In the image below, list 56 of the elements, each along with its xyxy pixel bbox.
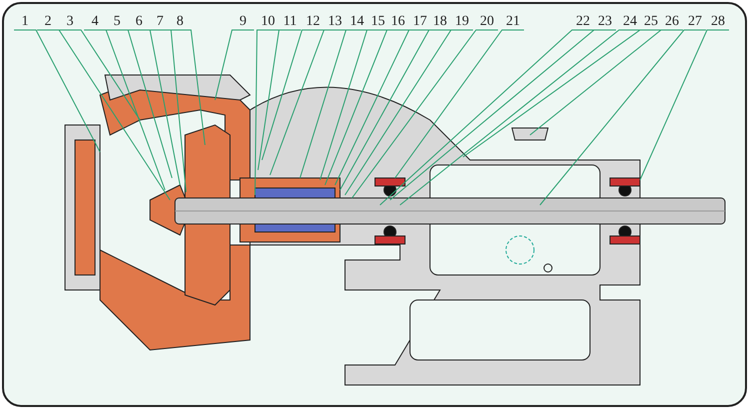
callout-number: 1 xyxy=(20,14,30,30)
leader-line xyxy=(540,30,706,206)
callout-number: 18 xyxy=(432,14,448,30)
leader-line xyxy=(14,30,100,152)
callout-number: 10 xyxy=(260,14,276,30)
leader-line xyxy=(352,30,498,198)
leader-line xyxy=(390,30,616,200)
leader-line xyxy=(394,30,524,178)
callout-number: 7 xyxy=(156,14,164,30)
callout-number: 21 xyxy=(505,14,521,30)
callout-number: 23 xyxy=(597,14,613,30)
callout-number: 19 xyxy=(454,14,470,30)
callout-number: 11 xyxy=(282,14,298,30)
leader-line xyxy=(380,30,594,206)
leader-line xyxy=(254,30,280,196)
leader-line xyxy=(106,30,172,178)
callout-number: 4 xyxy=(90,14,100,30)
callout-number: 26 xyxy=(664,14,680,30)
leader-line xyxy=(324,30,410,186)
callout-number: 17 xyxy=(412,14,428,30)
leader-line xyxy=(640,30,730,180)
callout-number: 28 xyxy=(710,14,726,30)
callout-number: 13 xyxy=(327,14,343,30)
leader-line xyxy=(214,30,254,100)
leader-line xyxy=(300,30,368,178)
leader-line xyxy=(334,30,432,186)
callout-number: 12 xyxy=(305,14,321,30)
leader-line xyxy=(128,30,180,186)
callout-number: 14 xyxy=(349,14,365,30)
callout-number: 24 xyxy=(622,14,638,30)
leader-line xyxy=(344,30,474,196)
callout-number: 9 xyxy=(238,14,248,30)
leader-line xyxy=(148,30,186,192)
leader-line xyxy=(262,30,324,160)
leader-line xyxy=(340,30,452,190)
callout-number: 5 xyxy=(112,14,122,30)
callout-number: 8 xyxy=(176,14,184,30)
callout-number: 20 xyxy=(479,14,495,30)
callout-number: 16 xyxy=(390,14,406,30)
callout-number: 15 xyxy=(370,14,386,30)
callout-number: 27 xyxy=(687,14,703,30)
leader-line xyxy=(530,30,684,136)
callout-number: 2 xyxy=(44,14,52,30)
leader-line xyxy=(400,30,642,206)
leader-line xyxy=(320,30,390,180)
leader-line xyxy=(84,30,166,190)
leader-line xyxy=(168,30,206,146)
leader-line xyxy=(258,30,302,170)
callout-number: 22 xyxy=(575,14,591,30)
leader-line xyxy=(462,30,662,158)
callout-number: 6 xyxy=(134,14,144,30)
leader-line xyxy=(36,30,170,200)
leader-line xyxy=(270,30,346,176)
leader-line xyxy=(58,30,140,120)
callout-number: 3 xyxy=(66,14,74,30)
callout-number: 25 xyxy=(643,14,659,30)
